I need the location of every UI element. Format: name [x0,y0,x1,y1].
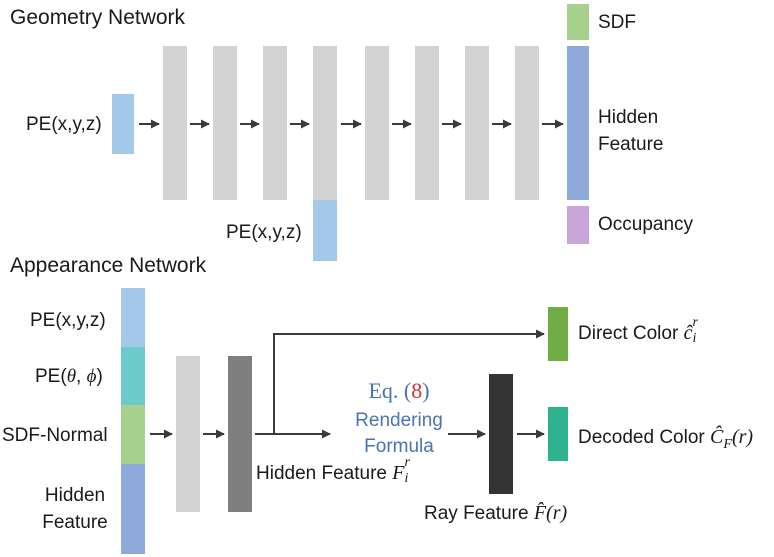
hidden-feature-line1: Hidden [598,107,659,128]
app-input-hidden-label: Hidden Feature [30,482,120,536]
decoded-color-suffix: (r) [731,426,754,448]
geometry-input-block [112,94,134,154]
geometry-skip-input-label: PE(x,y,z) [226,222,302,243]
ray-feature-symbol: F̂(r) [533,502,568,524]
geometry-layer-7 [465,46,489,200]
app-input-sdf-normal-label: SDF-Normal [2,425,108,446]
appearance-layer-1 [176,356,200,512]
appearance-layer-2 [228,356,252,512]
direct-color-block [548,307,568,361]
app-input-pe-dir-label: PE(θ, ϕ) [35,366,103,388]
eq-number[interactable]: 8 [411,378,423,403]
decoded-color-block [548,407,568,461]
app-input-pe-dir-block [121,347,145,405]
appearance-network-title: Appearance Network [10,254,207,277]
hidden-feature-output-block [567,46,589,200]
geometry-layer-3 [263,46,287,200]
hidden-feature-text: Hidden Feature [256,463,393,484]
pe-dir-phi: ϕ [86,366,97,387]
decoded-color-label: Decoded Color ĈF(r) [578,426,754,452]
geometry-layer-1 [163,46,187,200]
direct-color-sup: r [692,315,698,330]
app-hidden-line1: Hidden [44,485,106,506]
equation-reference: Eq. (8) [355,378,443,404]
hidden-feature-line2: Feature [598,134,664,155]
app-input-pe-xyz-block [121,288,145,347]
geometry-layer-6 [415,46,439,200]
rendering-line1: Rendering [355,410,443,431]
geometry-layer-4 [313,46,337,200]
occupancy-output-label: Occupancy [598,214,694,235]
hidden-feature-sub: i [404,471,409,486]
geometry-input-label: PE(x,y,z) [26,114,102,135]
app-input-pe-xyz-label: PE(x,y,z) [30,310,106,331]
geometry-network-title: Geometry Network [10,6,186,29]
ray-feature-block [489,374,513,494]
hidden-feature-symbol: F [392,462,405,484]
arrow-app-to-direct-color [273,329,545,434]
pe-dir-prefix: PE( [35,366,67,387]
eq-suffix: ) [422,378,430,403]
app-input-sdf-normal-block [121,405,145,464]
rendering-formula-label: Rendering Formula [349,408,449,460]
rendering-line2: Formula [364,436,434,457]
decoded-color-text: Decoded Color [578,427,711,448]
occupancy-output-block [567,206,589,244]
sdf-output-label: SDF [598,12,636,33]
hidden-feature-sup: r [404,455,410,470]
geometry-skip-input-block [313,200,337,261]
direct-color-symbol: ĉ [683,322,693,344]
eq-prefix: Eq. ( [368,378,412,403]
sdf-output-block [567,4,589,40]
pe-dir-theta: θ [66,366,77,387]
geometry-layer-2 [213,46,237,200]
decoded-color-sub: F [723,437,732,452]
decoded-color-symbol: Ĉ [710,426,724,448]
geometry-layer-8 [515,46,539,200]
geometry-layer-5 [365,46,389,200]
hidden-feature-output-label: Hidden Feature [598,104,663,158]
pe-dir-sep: , [76,366,87,387]
direct-color-text: Direct Color [578,323,684,344]
app-hidden-line2: Feature [42,512,108,533]
ray-feature-text: Ray Feature [424,503,534,524]
pe-dir-suffix: ) [96,366,103,387]
ray-feature-label: Ray Feature F̂(r) [424,502,567,525]
direct-color-sub: i [692,331,697,346]
app-input-hidden-block [121,464,145,554]
